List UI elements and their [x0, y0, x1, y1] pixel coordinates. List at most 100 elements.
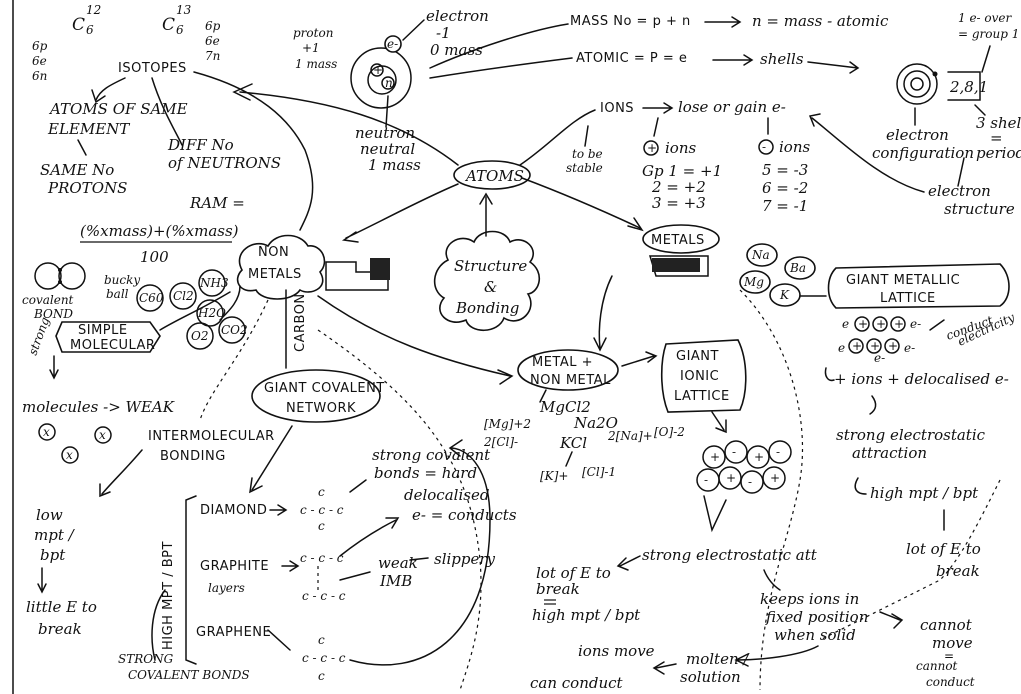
delocalised-1: delocalised [404, 486, 489, 504]
svg-text:-: - [704, 473, 708, 487]
ionic-example-kcl: KCl [559, 434, 587, 452]
svg-text:e-: e- [387, 37, 398, 51]
graphite-label: GRAPHITE [200, 559, 269, 574]
diamond-label: DIAMOND [200, 503, 267, 518]
svg-text:e-: e- [904, 341, 915, 355]
metallic-lattice-1: GIANT METALLIC [846, 273, 960, 288]
svg-text:e-: e- [874, 351, 885, 365]
isotopes-title: ISOTOPES [118, 61, 187, 76]
electron-label: electron [426, 7, 489, 25]
covalent-bond-drawing [34, 262, 86, 290]
arrow-atoms-to-metals [521, 177, 644, 232]
low-mpt-3: bpt [40, 546, 66, 564]
ionic-mg: [Mg]+2 [484, 417, 531, 431]
svg-text:+: + [710, 450, 720, 464]
little-e-2: break [38, 620, 82, 638]
ionic-example-na2o: Na2O [573, 414, 618, 432]
iso-left-1: 6p [32, 39, 48, 53]
ions-move-label: ions move [578, 642, 655, 660]
electron-charge: -1 [436, 24, 451, 42]
svg-text:+: + [852, 339, 862, 353]
delocalised-metals: + ions + delocalised e- [834, 370, 1009, 388]
lose-gain: lose or gain e- [678, 98, 786, 116]
svg-text:c - c - c: c - c - c [300, 551, 344, 565]
strong-cov-bonds-1: STRONG [118, 652, 174, 666]
metals-lot-e-1: lot of E to [906, 540, 981, 558]
pos-ions-label: ions [665, 139, 696, 157]
ion-na: Na [751, 248, 770, 262]
attraction-2: attraction [852, 444, 927, 462]
svg-text:+: + [870, 339, 880, 353]
metals-lot-e-2: break [936, 562, 980, 580]
buckyball-2: ball [106, 287, 129, 301]
svg-text:13: 13 [176, 3, 192, 17]
graphene-label: GRAPHENE [196, 625, 271, 640]
svg-text:+: + [647, 141, 657, 155]
neutron-line-2: neutral [360, 140, 415, 158]
n-equals: n = mass - atomic [752, 12, 889, 30]
non-metals-line-1: NON [258, 245, 289, 260]
mass-number: MASS No = p + n [570, 14, 691, 29]
carbon-label: CARBON [293, 293, 308, 352]
giant-covalent-1: GIANT COVALENT [264, 381, 385, 396]
layers-label: layers [208, 581, 245, 595]
metals-title: METALS [651, 233, 705, 248]
svg-text:-: - [762, 140, 766, 154]
neutron-line-1: neutron [355, 124, 415, 142]
little-e-1: little E to [26, 598, 97, 616]
metal-nonmetal-1: METAL + [532, 355, 593, 370]
metallic-lattice-2: LATTICE [880, 291, 936, 306]
three-shells-3: period 3 [976, 144, 1021, 162]
three-shells-2: = [990, 129, 1003, 147]
svg-text:c: c [318, 519, 325, 533]
metals-high-mpt: high mpt / bpt [870, 484, 979, 502]
svg-text:-: - [748, 475, 752, 489]
intermolecular-1: INTERMOLECULAR [148, 429, 275, 444]
low-mpt-1: low [36, 506, 63, 524]
svg-text:-: - [776, 445, 780, 459]
dashed-divider-left [199, 299, 269, 421]
same-protons-1: SAME No [40, 161, 114, 179]
keeps-1: keeps ions in [760, 590, 859, 608]
stable-1: to be [572, 147, 603, 161]
topic-line-1: Structure [454, 257, 527, 275]
outer-line-2: = group 1 [958, 27, 1019, 41]
neg-ion-1: 5 = -3 [762, 161, 808, 179]
ionic-example-mgcl2: MgCl2 [539, 398, 591, 416]
svg-text:+: + [770, 471, 780, 485]
strong-covalent-1: strong covalent [372, 446, 491, 464]
ionic-high-mpt: high mpt / bpt [532, 606, 641, 624]
neg-ion-3: 7 = -1 [762, 197, 808, 215]
ionic-na: 2[Na]+ [607, 429, 653, 443]
arrow-topic-to-atoms [479, 192, 493, 237]
svg-text:c: c [318, 633, 325, 647]
molten-1: molten / [686, 650, 750, 668]
metals-bubble [642, 224, 720, 254]
same-element-2: ELEMENT [47, 120, 130, 138]
weak-line: molecules -> WEAK [22, 398, 175, 416]
cannot-move-1: cannot [920, 616, 973, 634]
same-protons-2: PROTONS [47, 179, 127, 197]
svg-text:6: 6 [86, 23, 94, 37]
iso-left-3: 6n [32, 69, 47, 83]
c12-symbol: C [72, 15, 85, 35]
svg-text:=: = [944, 649, 954, 663]
ionic-lattice-1: GIANT [676, 349, 719, 364]
giant-covalent-bubble [251, 369, 381, 423]
svg-text:c - c - c: c - c - c [302, 651, 346, 665]
topic-line-3: Bonding [455, 299, 519, 317]
svg-text:c: c [318, 485, 325, 499]
attraction-1: strong electrostatic [836, 426, 986, 444]
same-element-1: ATOMS OF SAME [48, 100, 188, 118]
strong-covalent-2: bonds = hard [374, 464, 477, 482]
atom-diagram: e- + n [350, 35, 412, 109]
central-title: ATOMS [464, 167, 524, 185]
ionic-lot-e-1: lot of E to [536, 564, 611, 582]
svg-text:+: + [858, 317, 868, 331]
c13-symbol: C [162, 15, 175, 35]
metallic-lattice-drawing: e + + + e- e + + + e- e- [838, 316, 921, 365]
dashed-divider-mid [317, 329, 482, 691]
non-metals-cloud [236, 234, 326, 300]
svg-text:e: e [838, 341, 845, 355]
